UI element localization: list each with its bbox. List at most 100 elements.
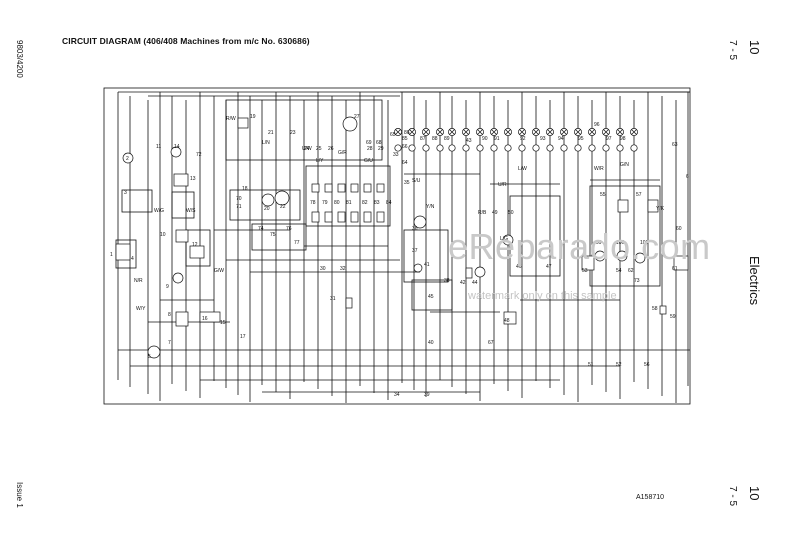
component-label: 78 xyxy=(310,200,316,206)
lamp-symbol xyxy=(422,128,430,152)
component-label: 45 xyxy=(428,294,434,300)
lamp-cross xyxy=(561,129,567,135)
component-label: 16 xyxy=(202,316,208,322)
lamp-cross xyxy=(505,129,511,135)
component-label: 51 xyxy=(588,362,594,368)
wiring-lines xyxy=(103,87,691,405)
component-label: 76 xyxy=(286,226,292,232)
lamp-circle xyxy=(504,144,512,152)
wire-colour-label: U/R xyxy=(498,182,507,188)
lamp-symbol xyxy=(504,128,512,152)
fuse-symbol xyxy=(350,211,359,223)
sub-assembly-box xyxy=(251,223,307,251)
lamp-circle xyxy=(602,144,610,152)
lamp-circle xyxy=(574,144,582,152)
wire-colour-label: S/U xyxy=(412,178,421,184)
component-label: 42 xyxy=(460,280,466,286)
fuse-symbol xyxy=(337,183,346,193)
fuse-symbol xyxy=(337,211,346,223)
component-label: 90 xyxy=(482,136,488,142)
sub-assembly-box xyxy=(411,279,453,311)
lamp-circle xyxy=(588,144,596,152)
lamp-cross xyxy=(631,129,637,135)
wire-colour-label: G/U xyxy=(364,158,373,164)
switch-symbol xyxy=(647,199,659,213)
component-label: 54 xyxy=(616,268,622,274)
gauge-symbol xyxy=(474,266,486,278)
fuse-symbol xyxy=(311,183,320,193)
lamp-cross xyxy=(491,129,497,135)
component-label: 62 xyxy=(628,268,634,274)
component-label: 25 xyxy=(316,146,322,152)
sub-assembly-box xyxy=(403,229,449,283)
component-label: 86 xyxy=(404,130,410,136)
lamp-symbol xyxy=(394,128,402,152)
component-label: 92 xyxy=(520,136,526,142)
component-label: 14 xyxy=(174,144,180,150)
gauge-symbol xyxy=(342,116,358,132)
component-label: 44 xyxy=(472,280,478,286)
component-label: 66 xyxy=(402,144,408,150)
component-label: 22 xyxy=(280,204,286,210)
lamp-symbol xyxy=(630,128,638,152)
switch-symbol xyxy=(673,255,689,271)
lamp-circle xyxy=(448,144,456,152)
component-label: 11 xyxy=(156,144,161,150)
component-label: 23 xyxy=(290,130,296,136)
lamp-symbol xyxy=(574,128,582,152)
component-label: 50 xyxy=(508,210,514,216)
component-label: 12 xyxy=(192,242,198,248)
component-label: 60 xyxy=(676,226,682,232)
component-label: 65 xyxy=(390,132,396,138)
lamp-symbol xyxy=(546,128,554,152)
switch-symbol xyxy=(465,267,473,279)
component-label: 55 xyxy=(600,192,606,198)
component-label: 43 xyxy=(466,138,472,144)
lamp-circle xyxy=(422,144,430,152)
switch-symbol xyxy=(115,243,131,261)
component-label: 32 xyxy=(340,266,346,272)
sub-assembly-box xyxy=(225,99,383,161)
switch-symbol xyxy=(199,311,221,323)
component-label: 6 xyxy=(686,174,689,180)
gauge-symbol xyxy=(413,215,427,229)
fuse-symbol xyxy=(376,211,385,223)
lamp-symbol xyxy=(408,128,416,152)
component-label: 58 xyxy=(652,306,658,312)
switch-symbol xyxy=(581,255,595,271)
component-label: 30 xyxy=(320,266,326,272)
component-label: 9 xyxy=(166,284,169,290)
lamp-circle xyxy=(462,144,470,152)
component-label: 15 xyxy=(220,320,226,326)
wire-colour-label: L/G xyxy=(500,236,508,242)
component-label: 59 xyxy=(670,314,676,320)
component-label: 69 xyxy=(366,140,372,146)
component-label: 84 xyxy=(386,200,392,206)
component-label: 7 xyxy=(168,340,171,346)
component-label: 27 xyxy=(354,114,360,120)
component-label: 53 xyxy=(582,268,588,274)
lamp-cross xyxy=(477,129,483,135)
wire-colour-label: L/N xyxy=(262,140,270,146)
lamp-circle xyxy=(560,144,568,152)
component-label: 80 xyxy=(334,200,340,206)
component-label: 4 xyxy=(131,256,134,262)
component-label: 24 xyxy=(304,146,310,152)
lamp-symbol xyxy=(588,128,596,152)
lamp-symbol xyxy=(436,128,444,152)
switch-symbol xyxy=(503,311,517,325)
component-label: 56 xyxy=(644,362,650,368)
component-label: 77 xyxy=(294,240,300,246)
gauge-symbol xyxy=(274,190,290,206)
wire-colour-label: G/R xyxy=(338,150,347,156)
switch-symbol xyxy=(189,245,205,259)
sub-assembly-box xyxy=(121,189,153,213)
gauge-symbol xyxy=(634,252,646,264)
wire-colour-label: L/Y xyxy=(316,158,324,164)
gauge-symbol xyxy=(413,263,423,273)
component-label: 75 xyxy=(270,232,276,238)
lamp-circle xyxy=(532,144,540,152)
figure-code: A158710 xyxy=(636,494,665,501)
component-label: 29 xyxy=(378,146,384,152)
component-label: 70 xyxy=(236,196,242,202)
